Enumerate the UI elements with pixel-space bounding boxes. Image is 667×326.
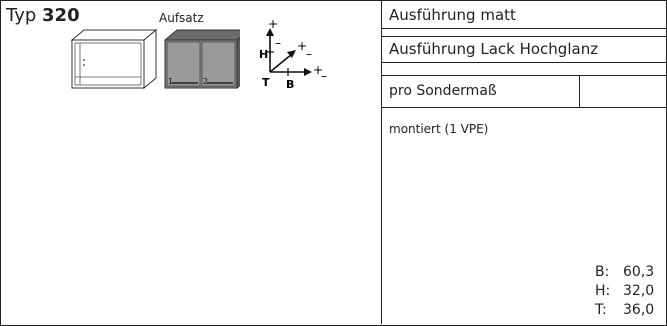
- door-label-2: 2: [203, 77, 208, 86]
- dimension-value: 60,3: [623, 264, 655, 280]
- open-shelf-unit-icon: [70, 28, 158, 90]
- assembly-note: montiert (1 VPE): [389, 122, 489, 136]
- two-door-cabinet-icon: 1 2: [163, 29, 240, 90]
- b-plus-sign: +: [313, 63, 323, 77]
- dimension-height: H: 32,0: [595, 282, 654, 301]
- axis-b-label: B: [286, 78, 294, 91]
- axis-h-label: H: [259, 48, 268, 61]
- dimension-value: 32,0: [623, 283, 655, 299]
- type-number: 320: [42, 5, 80, 26]
- special-size-label: pro Sondermaß: [389, 83, 497, 99]
- dimension-value: 36,0: [623, 302, 655, 318]
- dimension-key: B:: [595, 264, 610, 280]
- dimension-key: H:: [595, 283, 611, 299]
- dimension-axes-diagram: + – H + – T + – B: [259, 17, 327, 91]
- b-minus-sign: –: [321, 69, 327, 83]
- dimensions-list: B: 60,3 H: 32,0 T: 36,0: [595, 263, 654, 320]
- t-plus-sign: +: [297, 39, 307, 53]
- dimension-key: T:: [595, 302, 607, 318]
- finish-option-high-gloss: Ausführung Lack Hochglanz: [382, 36, 667, 63]
- dimension-width: B: 60,3: [595, 263, 654, 282]
- category-label: Aufsatz: [159, 11, 204, 25]
- type-prefix: Typ: [6, 5, 37, 26]
- h-plus-sign: +: [268, 17, 278, 31]
- h-minus-sign: –: [275, 36, 281, 50]
- dimension-depth: T: 36,0: [595, 301, 654, 320]
- column-divider: [381, 0, 382, 324]
- finish-option-matt: Ausführung matt: [382, 3, 667, 29]
- type-heading: Typ 320: [6, 5, 80, 26]
- product-image: 1 2: [70, 28, 240, 90]
- special-size-row: pro Sondermaß: [382, 75, 667, 108]
- door-label-1: 1: [168, 77, 173, 86]
- axis-t-label: T: [262, 76, 270, 89]
- t-minus-sign: –: [306, 47, 312, 61]
- special-size-divider: [579, 76, 580, 107]
